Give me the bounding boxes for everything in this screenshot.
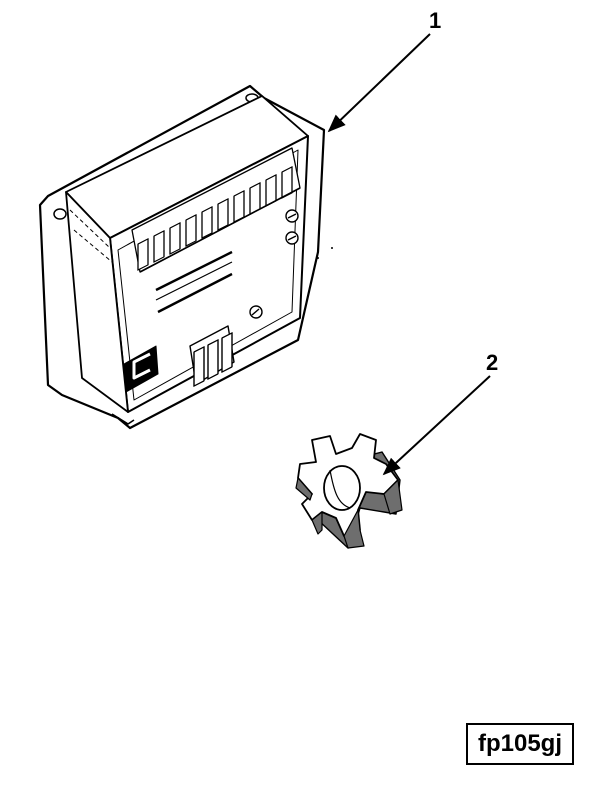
leader-line-2 xyxy=(382,375,491,476)
spider-coupling xyxy=(295,433,403,549)
terminal-strip-top xyxy=(131,147,301,273)
callout-number-1: 1 xyxy=(429,8,442,33)
logo-badge xyxy=(123,345,159,393)
adjustment-pots xyxy=(249,209,299,319)
callout-number-2: 2 xyxy=(486,350,499,375)
control-module xyxy=(38,84,326,430)
figure-id-label: fp105gj xyxy=(466,723,574,765)
terminal-block-bottom xyxy=(189,325,235,387)
leader-line-1 xyxy=(327,33,431,133)
